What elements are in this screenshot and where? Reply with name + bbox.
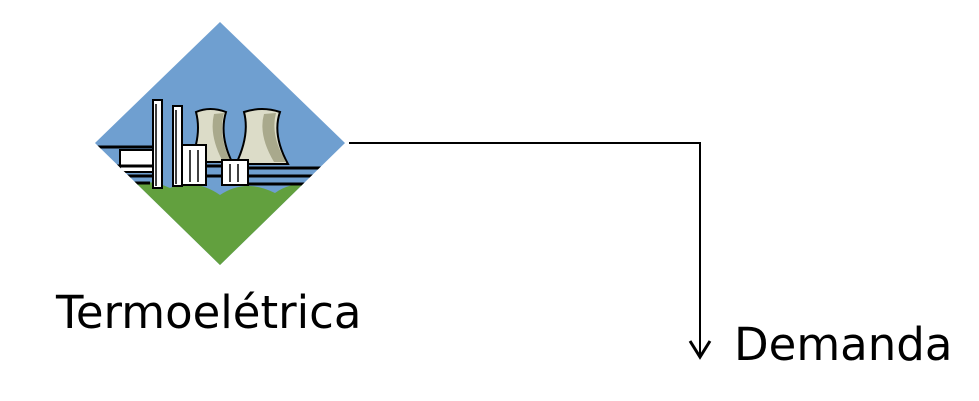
- arrow-head-icon: [688, 340, 712, 360]
- flow-connector: [349, 142, 701, 356]
- source-node-label: Termoelétrica: [56, 286, 362, 339]
- chimney-left: [152, 99, 163, 189]
- building-right: [221, 159, 249, 186]
- thermoelectric-plant-icon: [95, 22, 345, 265]
- target-node-label: Demanda: [734, 318, 953, 371]
- building-main: [181, 144, 207, 186]
